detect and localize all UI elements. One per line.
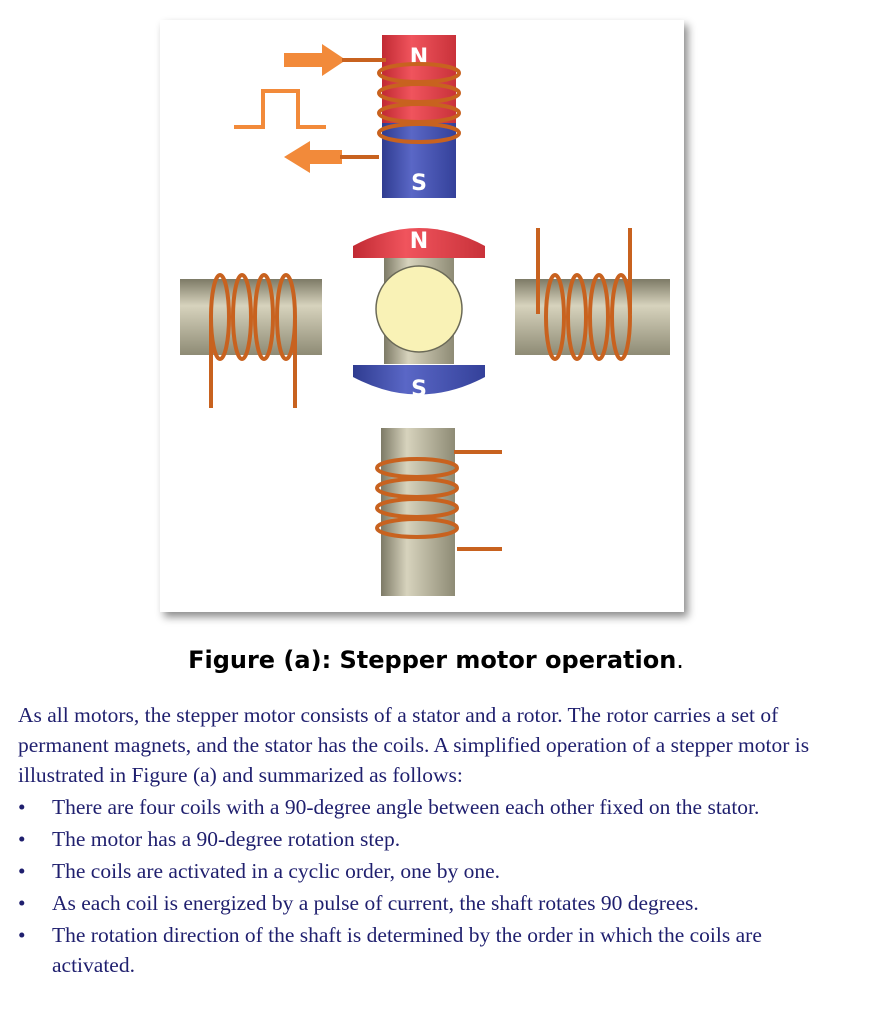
stator-left (180, 273, 322, 408)
list-item-text: The coils are activated in a cyclic orde… (52, 859, 501, 883)
stator-right (515, 228, 670, 361)
stepper-motor-figure: N S N S (160, 20, 684, 612)
coil-right (536, 228, 632, 361)
top-north-label: N (410, 45, 428, 70)
stepper-diagram: N S N S (180, 35, 670, 596)
coil-bottom (375, 450, 502, 551)
list-item: • The coils are activated in a cyclic ord… (18, 856, 848, 886)
intro-paragraph: As all motors, the stepper motor consist… (18, 703, 810, 787)
rotor-north-pole (353, 228, 485, 258)
top-south-label: S (411, 171, 427, 196)
list-item-text: The motor has a 90-degree rotation step. (52, 827, 401, 851)
pulse-waveform (234, 89, 326, 129)
pulse-input (234, 44, 346, 173)
stator-top: N S (340, 35, 461, 198)
stator-bottom (375, 428, 502, 596)
rotor-south-pole (353, 365, 485, 395)
arrow-in-icon (284, 44, 346, 76)
rotor-south-label: S (411, 377, 427, 402)
coil-left (209, 273, 297, 408)
list-item-text: As each coil is energized by a pulse of … (52, 891, 699, 915)
rotor: N S (353, 228, 485, 402)
list-item: • The rotation direction of the shaft is … (18, 920, 848, 980)
bullet-icon: • (18, 859, 26, 883)
bullet-icon: • (18, 923, 26, 947)
coil-top (340, 58, 461, 159)
list-item: • The motor has a 90-degree rotation step… (18, 824, 848, 854)
caption-text: Figure (a): Stepper motor operation (188, 646, 677, 674)
arrow-out-icon (284, 141, 342, 173)
figure-caption: Figure (a): Stepper motor operation. (0, 646, 872, 674)
list-item: • There are four coils with a 90-degree a… (18, 792, 848, 822)
rotor-hub (375, 265, 463, 353)
bullet-list: • There are four coils with a 90-degree a… (18, 792, 848, 980)
list-item: • As each coil is energized by a pulse of… (18, 888, 848, 918)
bullet-icon: • (18, 891, 26, 915)
bullet-icon: • (18, 795, 26, 819)
caption-period: . (676, 646, 684, 674)
description: As all motors, the stepper motor consist… (18, 700, 848, 980)
rotor-north-label: N (410, 229, 428, 254)
list-item-text: The rotation direction of the shaft is d… (52, 923, 762, 977)
list-item-text: There are four coils with a 90-degree an… (52, 795, 760, 819)
bullet-icon: • (18, 827, 26, 851)
